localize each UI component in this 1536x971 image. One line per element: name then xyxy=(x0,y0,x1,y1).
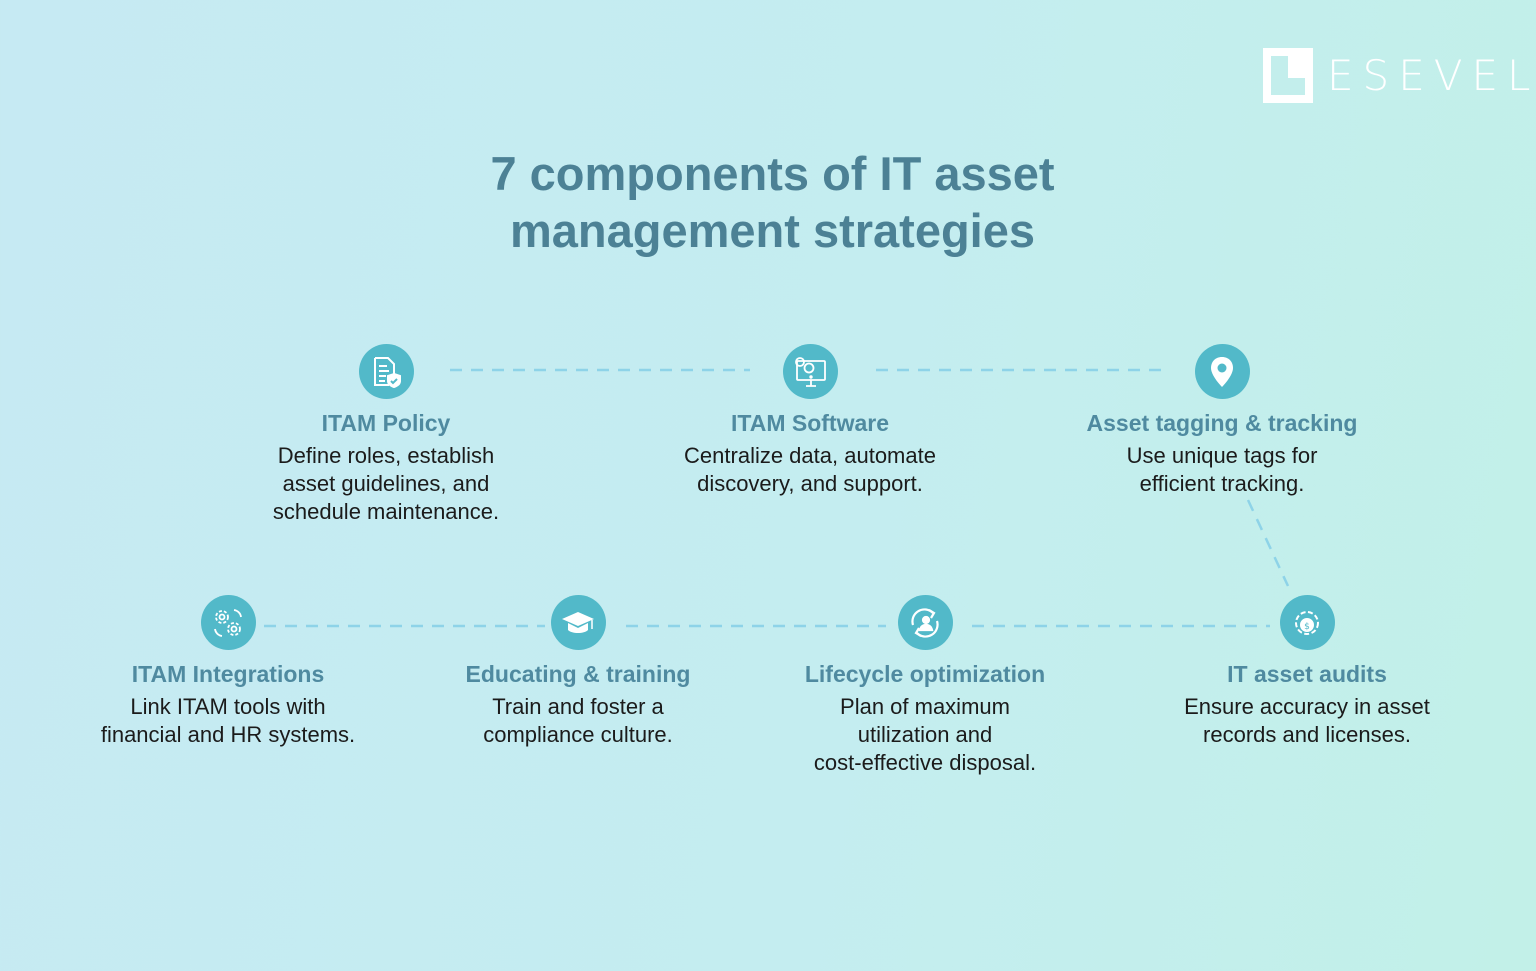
integration-gears-icon xyxy=(200,595,256,650)
esevel-logo-mark-icon xyxy=(1263,48,1313,103)
connector-line xyxy=(1246,499,1290,587)
title-line-1: 7 components of IT asset xyxy=(490,147,1055,200)
audit-gear-money-icon: $ xyxy=(1279,595,1335,650)
component-it-asset-audits: $ IT asset audits Ensure accuracy in ass… xyxy=(1127,595,1487,749)
component-heading: Lifecycle optimization xyxy=(804,661,1046,687)
policy-document-shield-icon xyxy=(358,344,414,399)
component-heading: IT asset audits xyxy=(1227,661,1387,687)
component-asset-tagging: Asset tagging & tracking Use unique tags… xyxy=(1042,344,1402,498)
component-heading: Asset tagging & tracking xyxy=(1086,410,1358,436)
esevel-logo: ESEVEL xyxy=(1263,48,1536,103)
component-heading: ITAM Integrations xyxy=(131,661,325,687)
graduation-cap-icon xyxy=(550,595,606,650)
lifecycle-person-cycle-icon xyxy=(897,595,953,650)
logo-text: ESEVEL xyxy=(1327,51,1536,100)
location-pin-icon xyxy=(1194,344,1250,399)
component-heading: Educating & training xyxy=(465,661,691,687)
page-title: 7 components of IT asset management stra… xyxy=(0,145,1536,259)
title-line-2: management strategies xyxy=(509,204,1036,257)
component-heading: ITAM Policy xyxy=(321,410,451,436)
component-heading: ITAM Software xyxy=(730,410,890,436)
software-monitor-gears-icon xyxy=(782,344,838,399)
svg-text:$: $ xyxy=(1304,622,1310,632)
